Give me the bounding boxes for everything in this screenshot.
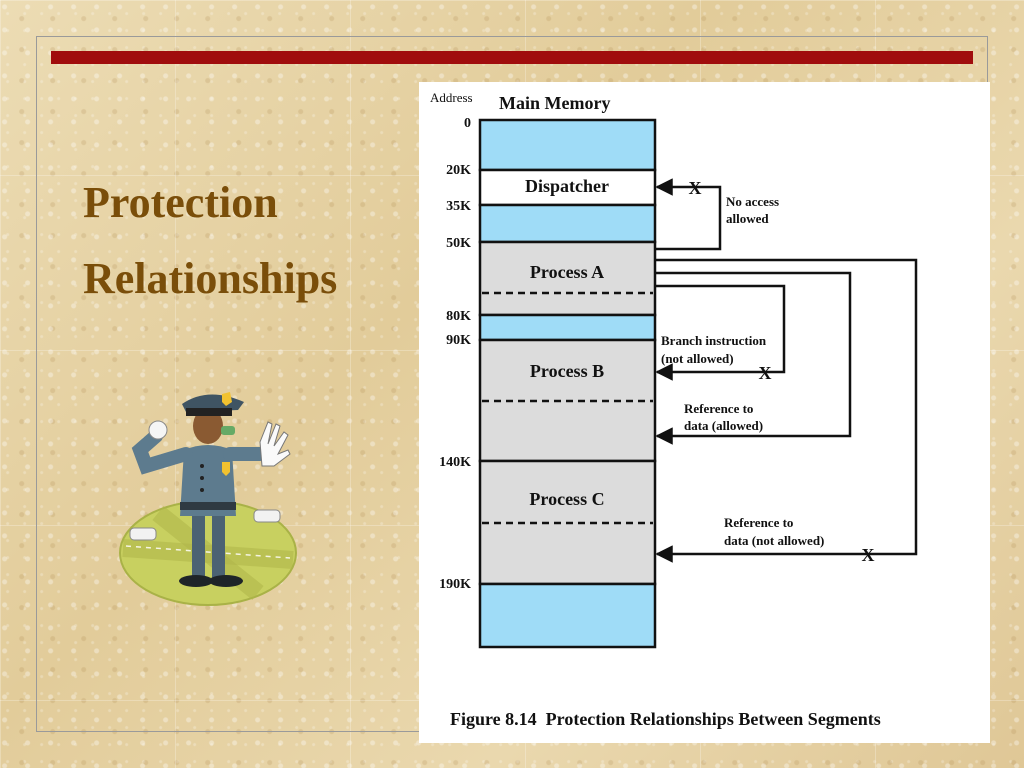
arrow-reference-allowed bbox=[655, 271, 852, 445]
arrow-reference-not-allowed bbox=[655, 258, 918, 563]
ref-not-allowed-label-2: data (not allowed) bbox=[724, 533, 824, 548]
process-b-label: Process B bbox=[530, 361, 604, 381]
address-35k: 35K bbox=[446, 199, 471, 214]
arrow-branch-not-allowed bbox=[655, 284, 786, 381]
address-140k: 140K bbox=[439, 455, 471, 470]
process-c-label: Process C bbox=[529, 489, 604, 509]
address-header: Address bbox=[430, 90, 473, 105]
address-labels: 0 20K 35K 50K 80K 90K 140K 190K bbox=[439, 116, 471, 592]
address-50k: 50K bbox=[446, 236, 471, 251]
no-access-label-2: allowed bbox=[726, 211, 769, 226]
free-segment-80k-90k bbox=[478, 313, 657, 342]
ref-allowed-label-2: data (allowed) bbox=[684, 418, 763, 433]
dispatcher-label: Dispatcher bbox=[525, 176, 609, 196]
access-connectors bbox=[655, 178, 918, 563]
slide-title-line-1: Protection bbox=[83, 178, 278, 227]
arrow-no-access bbox=[655, 178, 722, 251]
title-accent-bar bbox=[51, 51, 973, 64]
free-segment-0-20k bbox=[478, 118, 657, 172]
address-20k: 20K bbox=[446, 163, 471, 178]
dispatcher-segment bbox=[478, 168, 657, 207]
figure-caption: Figure 8.14 Protection Relationships Bet… bbox=[450, 709, 881, 729]
address-80k: 80K bbox=[446, 309, 471, 324]
protection-diagram: Address Main Memory Dispatcher Process A… bbox=[430, 90, 918, 729]
figure-panel: Address Main Memory Dispatcher Process A… bbox=[419, 82, 990, 743]
no-access-label-1: No access bbox=[726, 194, 779, 209]
address-90k: 90K bbox=[446, 333, 471, 348]
ref-allowed-label-1: Reference to bbox=[684, 401, 753, 416]
memory-column bbox=[478, 118, 657, 649]
process-a-label: Process A bbox=[530, 262, 604, 282]
slide-title: Protection Relationships bbox=[83, 165, 337, 317]
free-segment-35k-50k bbox=[478, 203, 657, 244]
address-190k: 190K bbox=[439, 577, 471, 592]
address-0: 0 bbox=[464, 116, 471, 131]
traffic-police-clipart bbox=[119, 392, 297, 606]
x-mark-branch: X bbox=[759, 363, 772, 383]
slide-title-line-2: Relationships bbox=[83, 254, 338, 303]
main-memory-header: Main Memory bbox=[499, 93, 610, 113]
x-mark-no-access: X bbox=[689, 178, 702, 198]
x-mark-reference: X bbox=[862, 545, 875, 565]
branch-label-2: (not allowed) bbox=[661, 351, 734, 366]
branch-label-1: Branch instruction bbox=[661, 333, 767, 348]
ref-not-allowed-label-1: Reference to bbox=[724, 515, 793, 530]
free-segment-190k bbox=[478, 582, 657, 649]
